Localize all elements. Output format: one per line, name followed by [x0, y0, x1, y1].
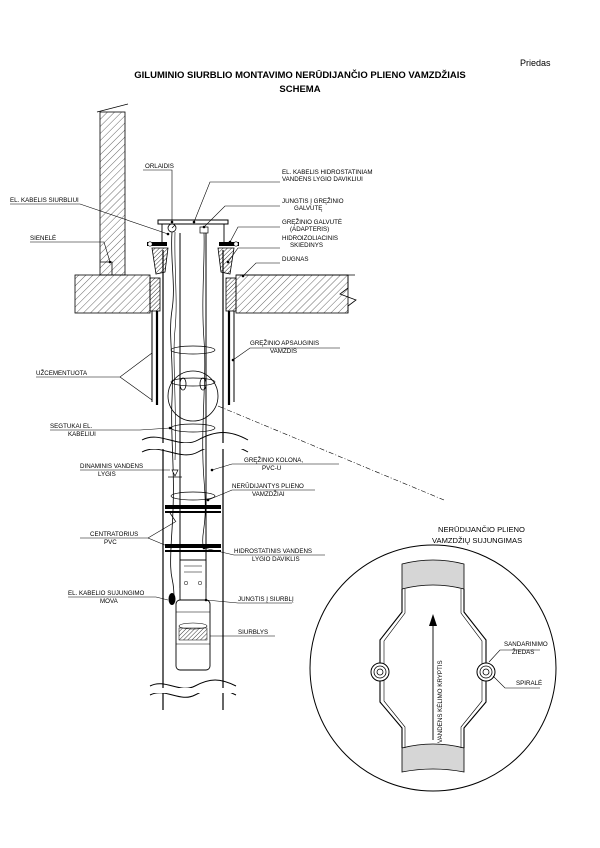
label-kabelis-hidro-1: EL. KABELIS HIDROSTATINIAM — [282, 169, 373, 176]
label-segtukai-1: SEGTUKAI EL. — [50, 423, 93, 430]
label-daviklis-2: LYGIO DAVIKLIS — [252, 556, 300, 563]
centrator-upper — [165, 505, 221, 523]
label-jungtis-siurbli: JUNGTIS Į SIURBLĮ — [238, 596, 294, 603]
label-uzcementuota: UŽCEMENTUOTA — [36, 369, 88, 377]
flow-direction-arrow — [429, 614, 437, 740]
label-sienele: SIENELĖ — [30, 235, 56, 242]
label-sandarinimo-1: SANDARINIMO — [504, 641, 548, 648]
cable-splice-sleeve — [168, 593, 176, 605]
label-apsauginis-1: GRĘŽINIO APSAUGINIS — [250, 339, 319, 347]
seal-ring-left — [370, 662, 390, 682]
label-spirale: SPIRALĖ — [516, 680, 542, 687]
leader-dots — [108, 220, 245, 602]
label-kabelis-siurbliui: EL. KABELIS SIURBLIUI — [10, 197, 79, 204]
label-daviklis-1: HIDROSTATINIS VANDENS — [234, 548, 312, 555]
label-jungtis-galvute-2: GALVUTĘ — [294, 205, 322, 212]
well-head — [147, 219, 239, 275]
wall — [96, 103, 129, 276]
label-centratorius-1: CENTRATORIUS — [90, 531, 138, 538]
detail-callout-circle — [167, 370, 445, 501]
protective-casing — [151, 311, 235, 405]
label-centratorius-2: PVC — [104, 539, 117, 546]
label-galvute-1: GRĘŽINIO GALVUTĖ — [282, 218, 342, 226]
break-mark-upper — [140, 432, 250, 456]
seal-ring-right — [476, 662, 496, 682]
label-hidroizol-2: SKIEDINYS — [290, 242, 323, 249]
hydro-insulation — [149, 277, 237, 312]
pump-connection — [179, 559, 207, 601]
label-dugnas: DUGNAS — [282, 256, 308, 263]
label-siurblys: SIURBLYS — [238, 629, 268, 636]
label-jungtis-galvute-1: JUNGTIS Į GRĘŽINIO — [282, 197, 344, 205]
label-mova-2: MOVA — [100, 598, 119, 605]
label-dinaminis-2: LYGIS — [98, 471, 116, 478]
labels-left: ORLAIDIS EL. KABELIS SIURBLIUI SIENELĖ U… — [10, 163, 174, 605]
detail-view: NERŪDIJANČIO PLIENO VAMZDŽIŲ SUJUNGIMAS … — [309, 525, 557, 792]
page-title: GILUMINIO SIURBLIO MONTAVIMO NERŪDIJANČI… — [134, 70, 466, 81]
leader-lines — [10, 169, 340, 637]
labels-right: EL. KABELIS HIDROSTATINIAM VANDENS LYGIO… — [232, 169, 373, 636]
detail-title-2: VAMZDŽIŲ SUJUNGIMAS — [432, 536, 522, 545]
label-nerudijantys-2: VAMZDŽIAI — [252, 490, 285, 498]
label-galvute-2: (ADAPTERIS) — [290, 226, 329, 233]
electric-cables — [170, 231, 206, 599]
label-kryptis: VANDENS KĖLIMO KRYPTIS — [437, 660, 444, 743]
label-dinaminis-1: DINAMINIS VANDENS — [80, 463, 143, 470]
label-orlaidis: ORLAIDIS — [145, 163, 174, 170]
annex-label: Priedas — [520, 58, 551, 68]
label-kolona-2: PVC-U — [262, 465, 281, 472]
label-segtukai-2: KABELIUI — [68, 431, 96, 438]
pump-body — [175, 599, 211, 671]
label-kolona-1: GRĘŽINIO KOLONA, — [244, 456, 303, 464]
page-subtitle: SCHEMA — [279, 84, 321, 95]
label-nerudijantys-1: NERŪDIJANTYS PLIENO — [232, 483, 304, 490]
label-apsauginis-2: VAMZDIS — [270, 348, 297, 355]
label-sandarinimo-2: ŽIEDAS — [512, 648, 534, 656]
centrator-lower — [165, 544, 221, 552]
label-mova-1: EL. KABELIO SUJUNGIMO — [68, 590, 145, 597]
water-level-marker — [168, 469, 182, 478]
break-mark-lower — [149, 679, 237, 698]
stainless-pipe — [179, 233, 207, 588]
label-hidroizol-1: HIDROIZOLIACINIS — [282, 235, 338, 242]
floor-slab — [74, 274, 357, 314]
detail-title-1: NERŪDIJANČIO PLIENO — [438, 525, 525, 534]
label-kabelis-hidro-2: VANDENS LYGIO DAVIKLIUI — [282, 176, 363, 183]
